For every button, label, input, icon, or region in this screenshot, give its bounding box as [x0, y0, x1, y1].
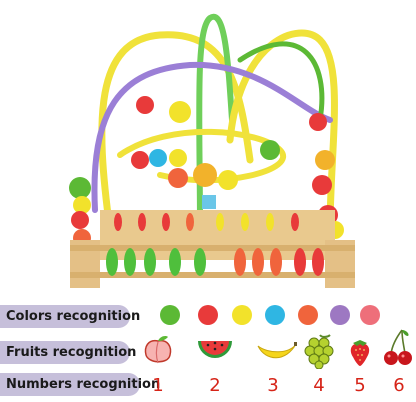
color-dot: [160, 305, 180, 325]
color-dot: [198, 305, 218, 325]
number-3: 3: [267, 375, 279, 396]
peach-icon: [144, 336, 172, 364]
color-dot: [232, 305, 252, 325]
number-5: 5: [354, 375, 366, 396]
color-dot: [330, 305, 350, 325]
number-1: 1: [152, 375, 164, 396]
grapes-icon: [304, 334, 334, 369]
color-dot: [298, 305, 318, 325]
fruits-recognition-label: Fruits recognition: [0, 341, 136, 364]
cherry-icon: [384, 329, 412, 365]
number-2: 2: [209, 375, 221, 396]
color-dot: [360, 305, 380, 325]
number-6: 6: [393, 375, 405, 396]
bead-maze-toy-image: [69, 13, 355, 288]
colors-recognition-label: Colors recognition: [0, 305, 140, 328]
color-dot: [265, 305, 285, 325]
banana-icon: [257, 342, 297, 359]
numbers-recognition-label: Numbers recognition: [0, 373, 160, 396]
watermelon-icon: [198, 341, 232, 358]
number-4: 4: [313, 375, 325, 396]
strawberry-icon: [350, 340, 370, 366]
